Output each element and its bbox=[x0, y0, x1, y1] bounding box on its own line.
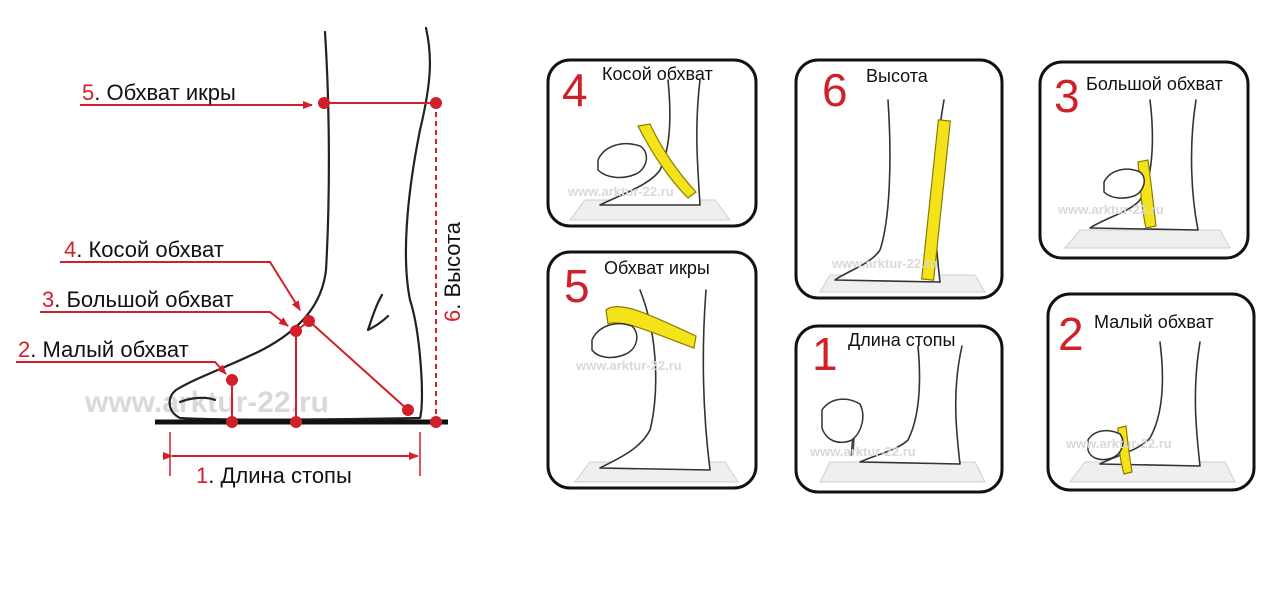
calf-dot-right bbox=[430, 97, 442, 109]
label-height: 6. Высота bbox=[440, 221, 465, 322]
hand-sketch bbox=[591, 322, 638, 359]
card-title: Длина стопы bbox=[848, 330, 955, 350]
floor-pad bbox=[819, 461, 986, 483]
card-number: 4 bbox=[562, 64, 588, 116]
card-frame bbox=[1038, 60, 1250, 260]
floor-pad bbox=[1063, 229, 1231, 249]
instep-dot bbox=[226, 374, 238, 386]
ball-dot bbox=[290, 325, 302, 337]
leg-sketch bbox=[859, 345, 963, 465]
main-leg-diagram: www.arktur-22.ru 5. Обхват икры 4. Косой… bbox=[16, 26, 465, 488]
card-title: Высота bbox=[866, 66, 929, 86]
card-height: www.arktur-22.ru 6 Высота bbox=[794, 58, 1004, 300]
card-number: 2 bbox=[1058, 308, 1084, 360]
hand-sketch bbox=[821, 398, 864, 444]
card-title: Обхват икры bbox=[604, 258, 710, 278]
card-number: 3 bbox=[1054, 70, 1080, 122]
floor-dot-3 bbox=[430, 416, 442, 428]
oblique-girth-line bbox=[308, 320, 409, 411]
label-calf-girth: 5. Обхват икры bbox=[82, 80, 236, 105]
card-title: Косой обхват bbox=[602, 64, 713, 84]
hand-sketch bbox=[1087, 429, 1124, 461]
card-title: Малый обхват bbox=[1094, 312, 1214, 332]
card-instep-girth: www.arktur-22.ru 2 Малый обхват bbox=[1046, 292, 1256, 492]
card-title: Большой обхват bbox=[1086, 74, 1223, 94]
floor-dot-1 bbox=[226, 416, 238, 428]
label-ball-girth: 3. Большой обхват bbox=[42, 287, 234, 312]
watermark-text: www.arktur-22.ru bbox=[575, 358, 682, 373]
leader-3 bbox=[40, 311, 289, 327]
label-foot-length: 1. Длина стопы bbox=[196, 463, 352, 488]
card-number: 1 bbox=[812, 328, 838, 380]
leg-sketch bbox=[1089, 99, 1199, 231]
floor-dot-2 bbox=[290, 416, 302, 428]
label-instep-girth: 2. Малый обхват bbox=[18, 337, 189, 362]
card-oblique-girth: www.arktur-22.ru 4 Косой обхват bbox=[546, 58, 758, 228]
card-calf-girth: www.arktur-22.ru 5 Обхват икры bbox=[546, 250, 758, 490]
watermark-text: www.arktur-22.ru bbox=[831, 256, 938, 271]
hand-sketch bbox=[597, 142, 648, 179]
oblique-dot bbox=[303, 315, 315, 327]
watermark-text: www.arktur-22.ru bbox=[809, 444, 916, 459]
label-oblique-girth: 4. Косой обхват bbox=[64, 237, 224, 262]
ankle-bone bbox=[366, 293, 390, 332]
watermark-text: www.arktur-22.ru bbox=[1057, 202, 1164, 217]
leg-outline-back bbox=[168, 26, 431, 421]
hand-sketch bbox=[1103, 168, 1145, 199]
leader-2 bbox=[16, 361, 227, 375]
tape-measure bbox=[637, 123, 697, 199]
heel-dot bbox=[402, 404, 414, 416]
watermark-text: www.arktur-22.ru bbox=[84, 386, 329, 419]
card-foot-length: www.arktur-22.ru 1 Длина стопы bbox=[794, 324, 1004, 494]
calf-dot-left bbox=[318, 97, 330, 109]
leg-sketch bbox=[1099, 341, 1201, 467]
leader-4 bbox=[60, 261, 301, 311]
card-number: 5 bbox=[564, 260, 590, 312]
tape-measure bbox=[921, 119, 951, 281]
toe-line bbox=[178, 396, 217, 404]
card-number: 6 bbox=[822, 64, 848, 116]
watermark-text: www.arktur-22.ru bbox=[1065, 436, 1172, 451]
card-ball-girth: www.arktur-22.ru 3 Большой обхват bbox=[1038, 60, 1250, 260]
watermark-text: www.arktur-22.ru bbox=[567, 184, 674, 199]
